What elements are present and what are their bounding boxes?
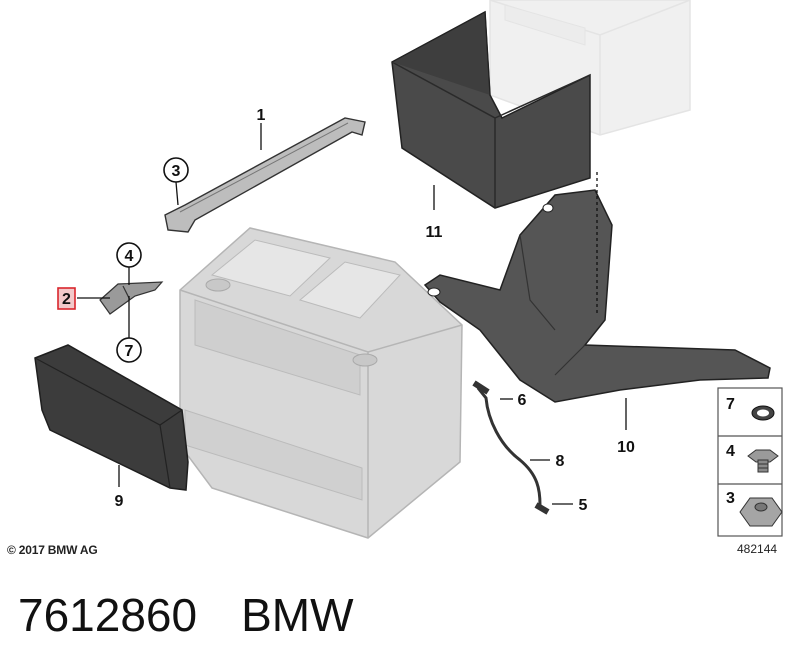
battery-clamp-bar-part [164, 117, 366, 233]
part-number: 7612860 [18, 589, 198, 641]
side-cover-part [34, 344, 189, 491]
callout-2: 2 [62, 291, 71, 308]
copyright-text: © 2017 BMW AG [7, 543, 98, 557]
ground-cable-part [472, 380, 550, 515]
hex-bolt-icon [747, 449, 779, 473]
o-ring-icon [751, 405, 775, 421]
callout-3-circle [163, 157, 189, 183]
callout-8: 8 [556, 453, 565, 470]
drawing-number: 482144 [737, 542, 778, 556]
callout-11: 11 [426, 224, 443, 241]
part-caption: 7612860 BMW [18, 588, 354, 642]
legend-item-4: 4 [726, 443, 735, 460]
callout-9: 9 [115, 493, 124, 510]
hardware-legend: 7 4 3 [717, 387, 783, 537]
battery-holder-bracket-part [423, 189, 771, 403]
callout-4-circle [116, 242, 142, 268]
legend-item-3: 3 [726, 490, 735, 507]
callout-4: 4 [125, 248, 134, 265]
leader-lines [77, 123, 627, 505]
callout-10: 10 [617, 439, 635, 456]
callout-3: 3 [172, 163, 181, 180]
callout-2-highlight [57, 287, 76, 310]
callout-6: 6 [518, 392, 527, 409]
legend-item-7: 7 [726, 396, 735, 413]
battery-cover-part [391, 10, 591, 209]
callout-1: 1 [257, 107, 266, 124]
callout-7: 7 [125, 343, 134, 360]
parts-diagram: 1 3 4 2 7 11 6 10 8 5 9 7 4 3 [34, 0, 783, 539]
hex-nut-icon [739, 497, 783, 527]
brand-name: BMW [241, 589, 354, 641]
battery-part [179, 227, 463, 539]
callouts: 1 3 4 2 7 11 6 10 8 5 9 [57, 107, 635, 514]
callout-5: 5 [579, 497, 588, 514]
callout-7-circle [116, 337, 142, 363]
